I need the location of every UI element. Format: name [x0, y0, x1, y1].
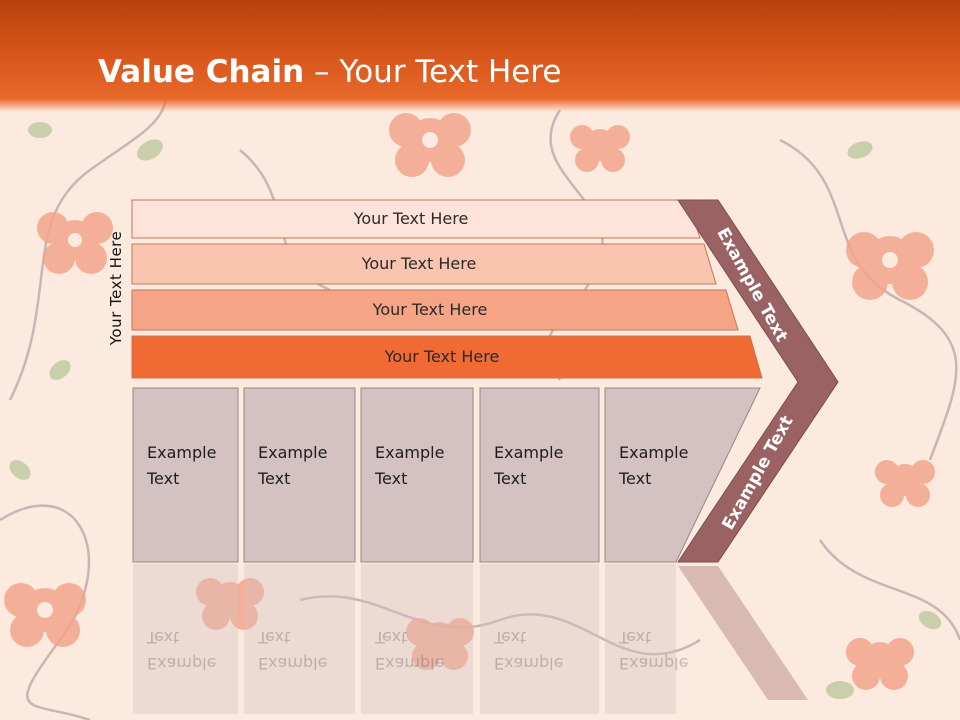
chain-box-reflection-3: [361, 564, 473, 714]
chain-box-2: [243, 387, 356, 563]
chain-bar-label-2: Your Text Here: [361, 254, 477, 273]
chain-box-reflection-5: [605, 564, 676, 714]
chain-bar-1: [131, 199, 701, 239]
title-bar: [0, 0, 960, 112]
title-bold: Value Chain: [98, 54, 305, 90]
chain-box-4: [479, 387, 600, 563]
title-rest: – Your Text Here: [304, 54, 562, 90]
chain-bar-4: [131, 335, 763, 379]
chain-box-3: [360, 387, 474, 563]
chain-bar-3: [131, 289, 739, 331]
slide-title: Value Chain – Your Text Here: [98, 52, 561, 92]
chain-box-reflection-1: [133, 564, 238, 714]
chain-box-5: [604, 387, 761, 563]
chain-box-reflection-4: [480, 564, 599, 714]
chain-bar-2: [131, 243, 717, 285]
chain-box-reflection-2: [244, 564, 355, 714]
chain-box-1: [132, 387, 239, 563]
chain-bar-label-4: Your Text Here: [384, 347, 500, 366]
chevron-arrow: [677, 199, 839, 563]
chevron-arrow-reflection: [678, 566, 808, 700]
chain-bar-label-3: Your Text Here: [372, 300, 488, 319]
chain-bar-label-1: Your Text Here: [353, 209, 469, 228]
